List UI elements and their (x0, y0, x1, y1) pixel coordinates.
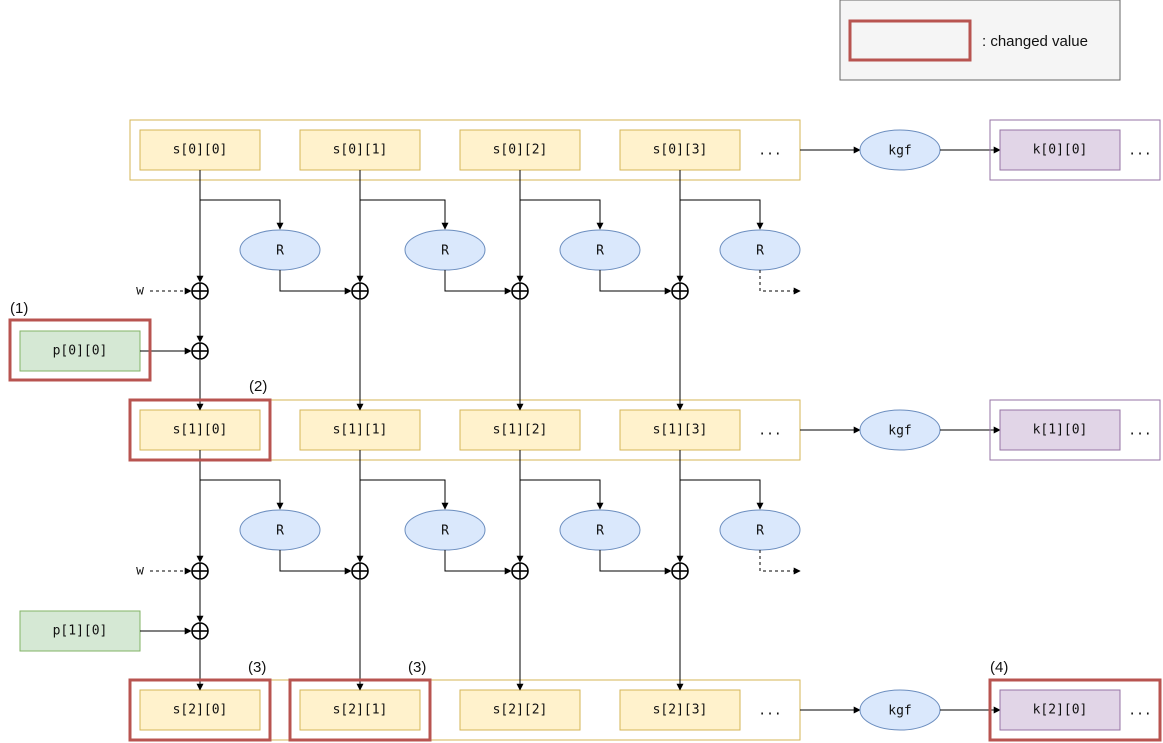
key-box (999, 409, 1121, 451)
state-label: s[0][3] (653, 143, 708, 158)
branch-to-r (360, 479, 449, 510)
state-box (619, 129, 741, 171)
step-marker: (3) (408, 659, 426, 676)
r-to-xor (444, 550, 512, 575)
changed-highlight (8, 318, 152, 382)
state-box (619, 689, 741, 731)
state-label: s[1][2] (493, 423, 548, 438)
state-box (459, 129, 581, 171)
step-marker: (3) (248, 659, 266, 676)
changed-highlight (128, 678, 272, 742)
branch-to-r (200, 199, 284, 230)
r-label: R (756, 524, 764, 539)
w-label: w (136, 564, 144, 579)
kgf-label: kgf (888, 144, 911, 159)
r-label: R (756, 244, 764, 259)
row-ellipsis: ... (758, 704, 781, 719)
state-label: s[1][1] (333, 423, 388, 438)
state-label: s[2][1] (333, 703, 388, 718)
key-container (989, 119, 1161, 181)
kgf-label: kgf (888, 424, 911, 439)
state-box (459, 689, 581, 731)
step-marker: (4) (990, 659, 1008, 676)
state-label: s[2][3] (653, 703, 708, 718)
plaintext-box (19, 610, 141, 652)
branch-to-r (200, 479, 284, 510)
state-label: s[1][0] (173, 423, 228, 438)
step-marker: (1) (10, 300, 28, 317)
changed-highlight (288, 678, 432, 742)
r-to-xor (279, 550, 352, 575)
key-ellipsis: ... (1128, 424, 1151, 439)
key-label: k[0][0] (1033, 143, 1088, 158)
w-label: w (136, 284, 144, 299)
r-label: R (276, 524, 284, 539)
step-marker: (2) (249, 378, 267, 395)
plaintext-label: p[0][0] (53, 344, 108, 359)
r-to-xor (444, 270, 512, 295)
branch-to-r (680, 199, 764, 230)
kgf-label: kgf (888, 704, 911, 719)
legend-label: : changed value (982, 33, 1088, 50)
plaintext-label: p[1][0] (53, 624, 108, 639)
row-ellipsis: ... (758, 144, 781, 159)
state-label: s[0][0] (173, 143, 228, 158)
diagram-content: s[0][0] s[0][1] s[0][2] s[0][3]... kgf k[0][0… (8, 119, 1162, 742)
r-to-xor (599, 270, 672, 295)
state-box (139, 689, 261, 731)
branch-to-r (520, 479, 604, 510)
state-box (299, 689, 421, 731)
branch-to-r (360, 199, 449, 230)
branch-to-r (680, 479, 764, 510)
r-to-xor (599, 550, 672, 575)
state-label: s[1][3] (653, 423, 708, 438)
key-label: k[1][0] (1033, 423, 1088, 438)
r-label: R (441, 244, 449, 259)
r-label: R (276, 244, 284, 259)
r-out-dashed (759, 270, 801, 295)
r-to-xor (279, 270, 352, 295)
key-ellipsis: ... (1128, 704, 1151, 719)
key-ellipsis: ... (1128, 144, 1151, 159)
state-box (139, 129, 261, 171)
r-label: R (596, 244, 604, 259)
state-label: s[2][2] (493, 703, 548, 718)
state-label: s[0][2] (493, 143, 548, 158)
r-out-dashed (759, 550, 801, 575)
changed-highlight (988, 678, 1162, 742)
legend: : changed value (839, 0, 1121, 81)
state-box (619, 409, 741, 451)
key-box (999, 129, 1121, 171)
state-label: s[2][0] (173, 703, 228, 718)
changed-highlight (128, 398, 272, 462)
key-label: k[2][0] (1033, 703, 1088, 718)
row-ellipsis: ... (758, 424, 781, 439)
state-label: s[0][1] (333, 143, 388, 158)
legend-swatch (848, 19, 972, 62)
r-label: R (596, 524, 604, 539)
r-label: R (441, 524, 449, 539)
key-box (999, 689, 1121, 731)
state-box (459, 409, 581, 451)
branch-to-r (520, 199, 604, 230)
state-box (299, 409, 421, 451)
key-container (989, 399, 1161, 461)
